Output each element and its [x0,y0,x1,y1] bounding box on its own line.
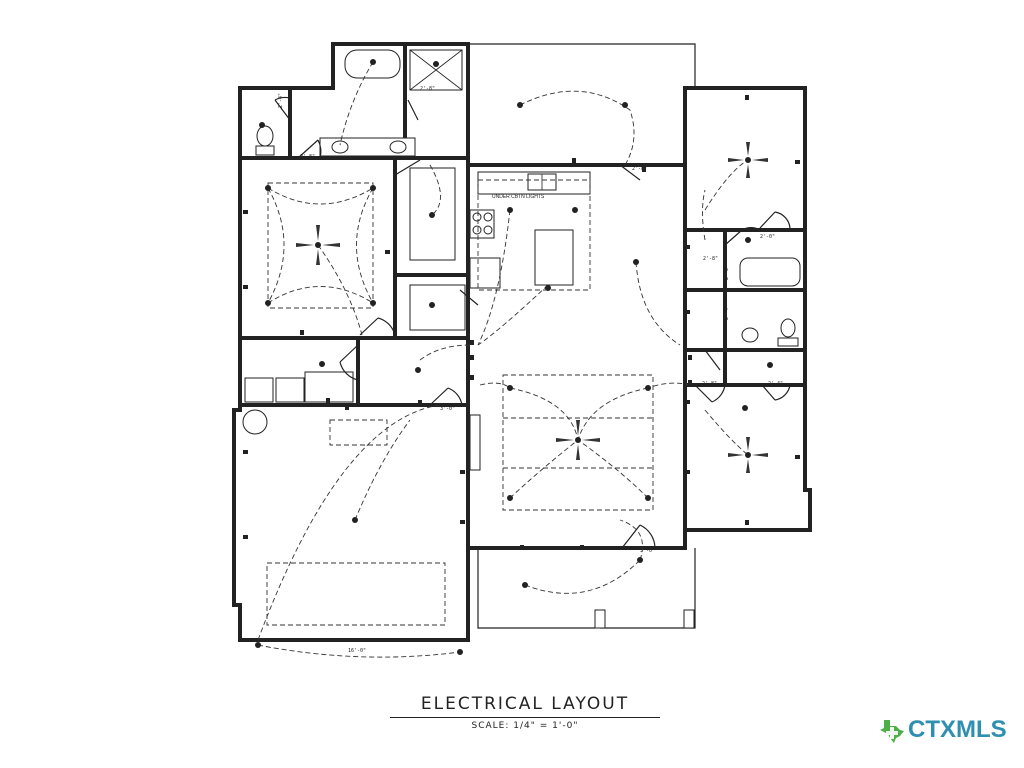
logo-text: CTXMLS [908,716,1007,743]
drawing-title: ELECTRICAL LAYOUT [390,694,660,718]
door-size-label: 2'-4" [768,381,783,387]
toilet [256,125,274,147]
exterior-walls [232,42,812,642]
dryer [275,377,305,403]
washer [244,377,274,403]
fan-icon [728,437,768,473]
interior-walls [240,44,805,548]
fan-icon [296,225,340,265]
ceiling-outlines [266,179,654,626]
under-cabinet-note: UNDER CBTN LIGHTS [492,194,545,200]
door-swings [274,96,791,549]
bathroom-fixtures [255,49,801,347]
door-size-label: 2'-8" [300,154,315,160]
door-size-label: 2'-0" [760,234,775,240]
door-size-label: 2'-8" [632,166,647,172]
ceiling-fans [296,142,768,473]
ctxmls-logo: CTXMLS [878,716,1007,744]
door-size-label: 2'-8" [724,265,730,280]
door-size-label: 3'-0" [640,548,655,554]
kitchen-island [534,229,574,286]
door-size-label: 2'-8" [420,86,435,92]
door-size-label: 3'-0" [440,406,455,412]
door-size-label: 2'-8" [702,381,717,387]
dimension-labels: 2'-4" 2'-6" 2'-4" 2'-8" 2'-8" 3'-0" 2'-8… [258,86,783,654]
garage-door-label: 16'-0" [348,648,366,654]
door-size-label: 2'-4" [258,156,273,162]
door-size-label: 2'-4" [278,93,284,108]
water-heater [242,409,268,435]
kitchen-fixtures: UNDER CBTN LIGHTS [469,171,591,289]
fireplace [469,414,481,471]
light-fixtures [255,59,773,655]
wiring-runs [257,61,749,658]
fan-icon [556,420,600,460]
tub-right [739,257,801,287]
texas-plus-icon [880,720,904,743]
door-size-label: 2'-6" [370,336,385,342]
refrigerator [469,257,501,289]
laundry-fixtures [242,371,481,471]
door-size-label: 2'-4" [724,305,730,320]
title-block: ELECTRICAL LAYOUT SCALE: 1/4" = 1'-0" [380,694,670,731]
fan-icon [728,142,768,178]
drawing-scale: SCALE: 1/4" = 1'-0" [471,721,579,731]
door-size-label: 2'-8" [425,156,440,162]
receptacles [243,95,800,550]
door-size-label: 2'-8" [703,256,718,262]
